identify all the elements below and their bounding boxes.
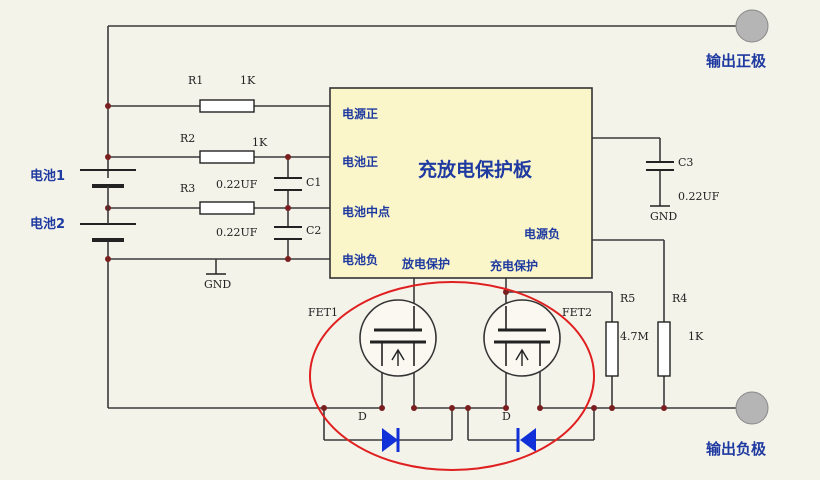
- r5-value: 4.7M: [620, 330, 649, 343]
- pin-power-positive: 电源正: [342, 106, 378, 121]
- pin-battery-midpoint: 电池中点: [342, 204, 390, 219]
- diode-2: [516, 428, 536, 452]
- pin-power-negative: 电源负: [524, 226, 560, 241]
- board-title: 充放电保护板: [418, 158, 533, 181]
- r1-value: 1K: [240, 74, 256, 87]
- gnd-label: GND: [204, 278, 231, 291]
- fet2-label: FET2: [562, 306, 592, 319]
- pin-battery-negative: 电池负: [342, 252, 378, 267]
- resistor-r2: [199, 150, 255, 164]
- r1-label: R1: [188, 74, 203, 87]
- resistor-r1: [199, 99, 255, 113]
- r3-label: R3: [180, 182, 195, 195]
- capacitor-c1: [274, 177, 302, 191]
- resistor-r5: [605, 321, 619, 377]
- c3-value: 0.22UF: [678, 190, 720, 203]
- resistor-r3: [199, 201, 255, 215]
- output-positive-terminal: [735, 9, 769, 43]
- highlight-ellipse: [309, 281, 595, 471]
- c3-label: C3: [678, 156, 693, 169]
- c1-label: C1: [306, 176, 321, 189]
- battery-2-symbol: [80, 223, 136, 242]
- output-negative-terminal: [735, 391, 769, 425]
- diode-1: [382, 428, 400, 452]
- r2-value: 1K: [252, 136, 268, 149]
- wires: [107, 25, 740, 441]
- fet1-label: FET1: [308, 306, 338, 319]
- r5-label: R5: [620, 292, 635, 305]
- capacitor-c3: [646, 161, 674, 171]
- output-positive-label: 输出正极: [706, 52, 767, 70]
- pin-charge-protect: 充电保护: [490, 258, 538, 273]
- r4-label: R4: [672, 292, 687, 305]
- battery-1-label: 电池1: [30, 168, 65, 184]
- diode-1-label: D: [358, 410, 367, 423]
- mosfet-fet2: [483, 299, 561, 377]
- c1-value: 0.22UF: [216, 178, 258, 191]
- diode-2-label: D: [502, 410, 511, 423]
- r4-value: 1K: [688, 330, 704, 343]
- resistor-r4: [657, 321, 671, 377]
- mosfet-fet1: [359, 299, 437, 377]
- pin-battery-positive: 电池正: [342, 154, 378, 169]
- c2-label: C2: [306, 224, 321, 237]
- c2-value: 0.22UF: [216, 226, 258, 239]
- pin-discharge-protect: 放电保护: [401, 256, 450, 271]
- gnd-label: GND: [650, 210, 677, 223]
- capacitor-c2: [274, 226, 302, 240]
- output-negative-label: 输出负极: [706, 440, 767, 458]
- r2-label: R2: [180, 132, 195, 145]
- protection-board: [329, 87, 593, 279]
- battery-2-label: 电池2: [30, 216, 65, 232]
